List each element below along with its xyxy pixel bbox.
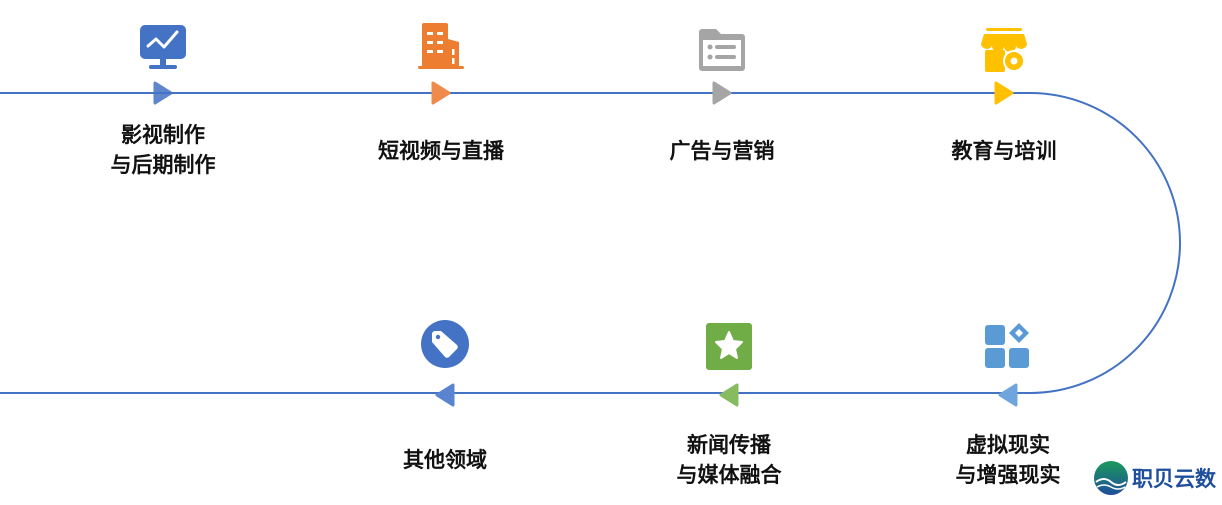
arrow-left-icon [719, 383, 739, 407]
node-label: 广告与营销 [669, 139, 775, 163]
star-icon [706, 323, 752, 370]
wave-globe-icon [1094, 461, 1128, 495]
arrow-right-icon [994, 81, 1014, 105]
node-label: 其他领域 [403, 448, 487, 472]
arrow-right-icon [712, 81, 732, 105]
shop-gear-icon [981, 28, 1027, 72]
folder-list-icon [699, 29, 745, 71]
arrow-left-icon [998, 383, 1018, 407]
node-label: 新闻传播 与媒体融合 [676, 433, 782, 487]
building-icon [418, 23, 464, 69]
node-label: 教育与培训 [951, 139, 1057, 163]
node-label: 影视制作 与后期制作 [110, 123, 216, 177]
arrow-right-icon [431, 81, 451, 105]
monitor-chart-icon [140, 25, 186, 69]
tag-icon [421, 320, 469, 368]
brand-logo: 职贝云数 [1093, 460, 1216, 496]
arrow-right-icon [153, 81, 173, 105]
apps-grid-icon [985, 323, 1029, 368]
arrow-left-icon [435, 383, 455, 407]
logo-text: 职贝云数 [1132, 467, 1216, 491]
node-label: 虚拟现实 与增强现实 [955, 433, 1061, 487]
node-label: 短视频与直播 [378, 139, 504, 163]
